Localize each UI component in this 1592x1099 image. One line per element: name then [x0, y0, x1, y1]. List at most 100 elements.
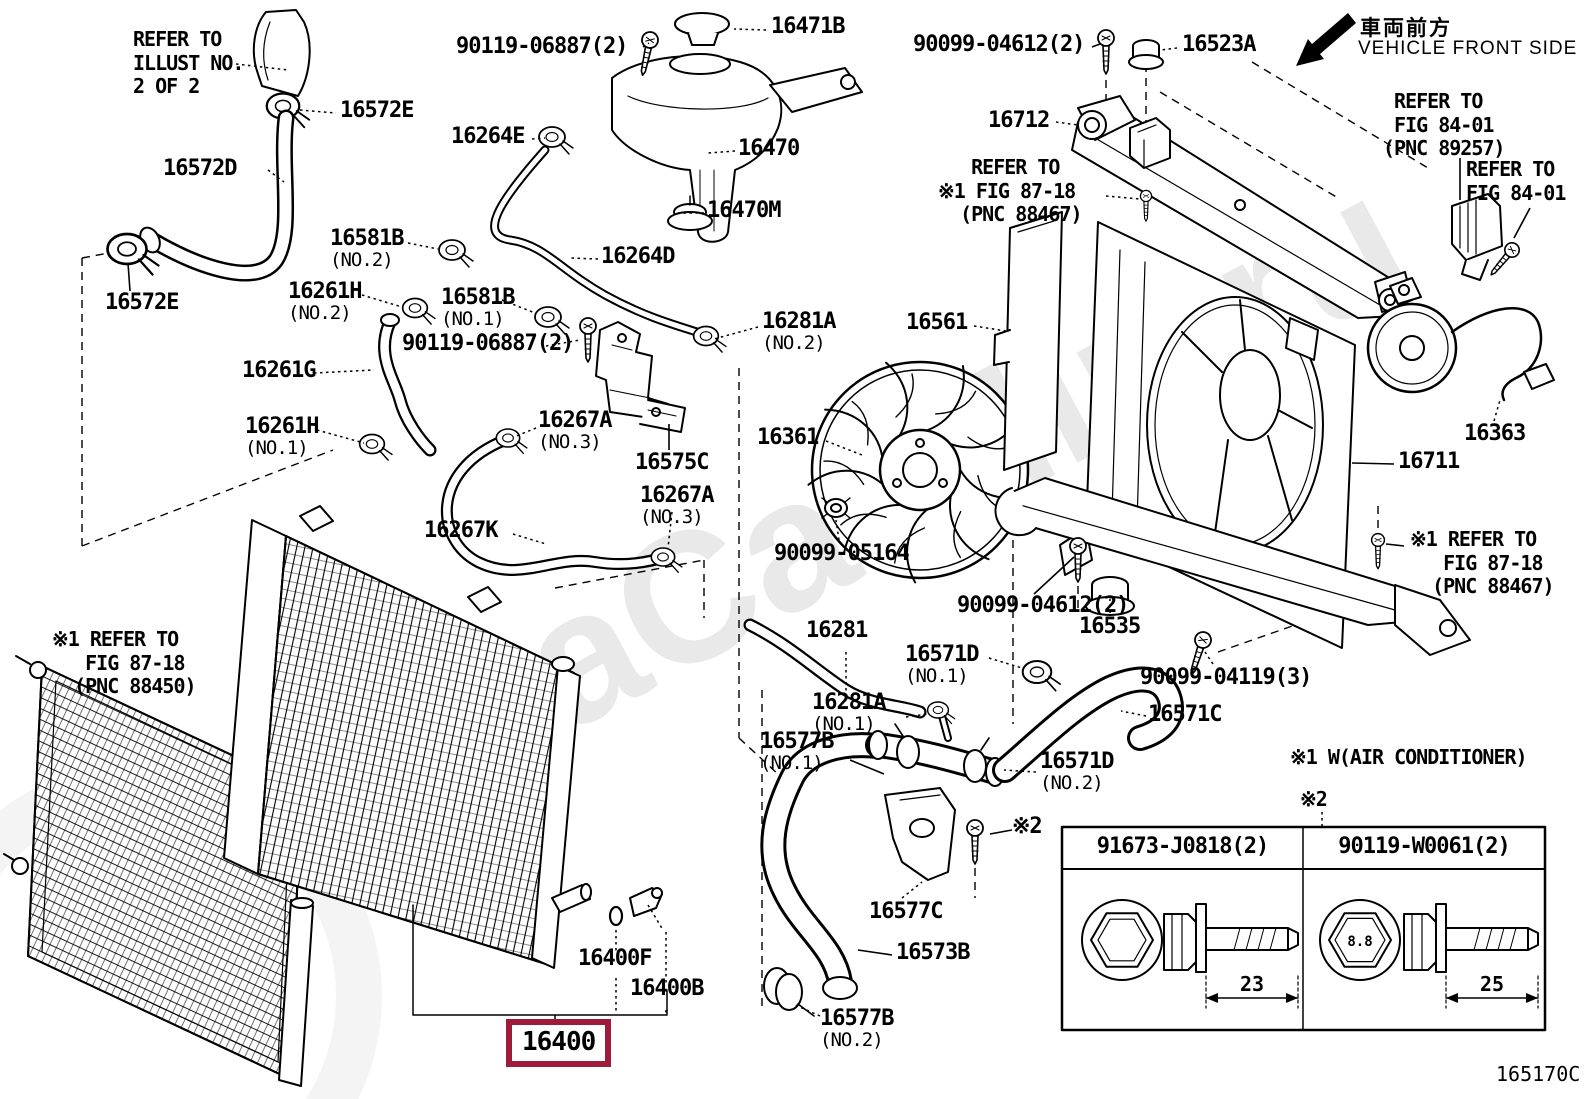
- part-number: 16577C: [869, 899, 943, 924]
- bolt2-length: 25: [1480, 972, 1504, 996]
- note-line: REFER TO: [133, 27, 222, 51]
- part-number: 16400B: [630, 976, 704, 1001]
- part-number: 90099-04612(2): [913, 32, 1085, 57]
- part-label-16571D: 16571D(NO.2): [1040, 749, 1114, 794]
- part-number: 90099-05164: [774, 541, 910, 566]
- part-label-16267A: 16267A(NO.3): [538, 410, 612, 453]
- fan-shroud-drawing: [966, 221, 1471, 865]
- note-line: (PNC 88450): [52, 674, 196, 699]
- part-label-16400B: 16400B: [630, 976, 704, 1001]
- part-number: 16712: [988, 108, 1050, 133]
- part-number-suffix: (NO.1): [245, 437, 309, 459]
- part-label-16361: 16361: [757, 425, 819, 450]
- part-label-16577B: 16577B(NO.2): [820, 1008, 894, 1051]
- part-label-90099041193: 90099-04119(3): [1140, 665, 1312, 690]
- part-number: 16572E: [340, 98, 414, 123]
- highlight-box: 16400: [506, 1019, 612, 1067]
- part-label-16523A: 16523A: [1182, 34, 1256, 56]
- note-label: ※1 REFER TO FIG 87-18 (PNC 88467): [1410, 527, 1555, 599]
- part-label-16535: 16535: [1079, 614, 1141, 639]
- vehicle-front-arrow: [1296, 13, 1356, 66]
- part-number: 16535: [1079, 614, 1141, 639]
- part-number-suffix: (NO.1): [905, 665, 969, 687]
- part-label-16470M: 16470M: [707, 198, 781, 223]
- part-number: 16575C: [635, 450, 709, 475]
- part-number: 16267K: [424, 518, 498, 543]
- part-number: 16261H: [245, 414, 319, 439]
- clamp-bracket-drawings: [438, 29, 686, 433]
- part-number: 16571D: [1040, 749, 1114, 774]
- part-label-16572E: 16572E: [105, 292, 179, 314]
- part-number-suffix: (NO.1): [760, 752, 824, 774]
- note-label: REFER TO※1 FIG 87-18 (PNC 88467): [938, 155, 1083, 227]
- part-label-16261H: 16261H(NO.2): [288, 279, 362, 323]
- part-label-16575C: 16575C: [635, 450, 709, 475]
- note-line: ILLUST NO.: [133, 50, 244, 75]
- part-number-suffix: (NO.3): [640, 506, 704, 528]
- part-number-suffix: (NO.2): [762, 332, 826, 354]
- part-number: 16261G: [242, 358, 316, 383]
- shroud-panel-drawing: [993, 211, 1063, 471]
- part-number: 16711: [1398, 449, 1460, 474]
- part-label-16281: 16281: [806, 620, 868, 642]
- part-label-90099046122: 90099-04612(2): [957, 595, 1129, 617]
- part-number: 16281A: [762, 309, 836, 334]
- bolt-table-figure: 23 25 8.8: [1060, 825, 1547, 1032]
- part-number: 16361: [757, 425, 819, 450]
- part-label-16561: 16561: [906, 310, 968, 335]
- part-label-16261H: 16261H(NO.1): [245, 414, 319, 459]
- part-label-16572E: 16572E: [340, 98, 414, 123]
- highlighted-part-number: 16400: [522, 1027, 596, 1057]
- part-number-suffix: (NO.2): [820, 1029, 884, 1051]
- radiator-support-drawing: [1071, 29, 1413, 319]
- part-number: 90099-04119(3): [1140, 665, 1312, 690]
- bolt-table-header-1: 91673-J0818(2): [1096, 834, 1269, 859]
- part-number: 16264D: [601, 244, 675, 269]
- part-label-16267A: 16267A(NO.3): [640, 483, 714, 528]
- note-line: FIG 87-18: [52, 650, 185, 675]
- vehicle-front-label-jp: 車両前方: [1360, 16, 1452, 40]
- part-number: 16363: [1464, 421, 1526, 446]
- part-label-16281A: 16281A(NO.2): [762, 309, 836, 354]
- part-number: 16261H: [288, 279, 362, 304]
- part-number: 16571D: [905, 642, 979, 667]
- vehicle-front-label-en: VEHICLE FRONT SIDE: [1358, 38, 1578, 59]
- part-number-suffix: (NO.1): [812, 713, 876, 735]
- note-line: ※1 REFER TO: [52, 627, 179, 651]
- part-label-16264D: 16264D: [601, 244, 675, 269]
- part-number-suffix: (NO.2): [1040, 772, 1104, 794]
- note-label: ※1 REFER TO FIG 87-18 (PNC 88450): [52, 627, 197, 699]
- part-number: 16573B: [896, 940, 970, 965]
- part-number-suffix: (NO.3): [538, 431, 602, 453]
- part-number: 16400F: [578, 946, 652, 971]
- leader-lines-solid: [127, 43, 1531, 956]
- parts-drawings: 23 25 8.8: [3, 9, 1555, 1087]
- hoses-drawing: [106, 109, 1184, 1017]
- part-number: 16561: [906, 310, 968, 335]
- fan-motor-drawing: [1366, 193, 1555, 402]
- part-number: 90119-06887(2): [402, 331, 574, 356]
- part-label-16571C: 16571C: [1148, 704, 1222, 726]
- note-line: FIG 87-18: [1410, 550, 1543, 575]
- note-line: ※1 W(AIR CONDITIONER): [1290, 745, 1528, 769]
- part-label-16267K: 16267K: [424, 518, 498, 543]
- part-label-16281A: 16281A(NO.1): [812, 692, 886, 735]
- part-label-16571D: 16571D(NO.1): [905, 642, 979, 687]
- figure-code: 165170C: [1496, 1062, 1581, 1086]
- part-number: 16470M: [707, 198, 781, 223]
- part-label-16577B: 16577B(NO.1): [760, 731, 834, 774]
- leader-lines-dotted: [235, 28, 1501, 1017]
- part-number: 16267A: [640, 483, 714, 508]
- part-label-16363: 16363: [1464, 421, 1526, 446]
- note-line: (PNC 88467): [1410, 574, 1554, 599]
- part-number: 90119-06887(2): [456, 34, 628, 59]
- note-line: REFER TO: [1466, 157, 1555, 181]
- part-number: 16581B: [330, 226, 404, 251]
- note-line: FIG 84-01: [1383, 112, 1494, 137]
- part-label-16581B: 16581B(NO.1): [441, 287, 515, 329]
- part-label-16400F: 16400F: [578, 946, 652, 971]
- part-label-90119068872: 90119-06887(2): [456, 34, 628, 59]
